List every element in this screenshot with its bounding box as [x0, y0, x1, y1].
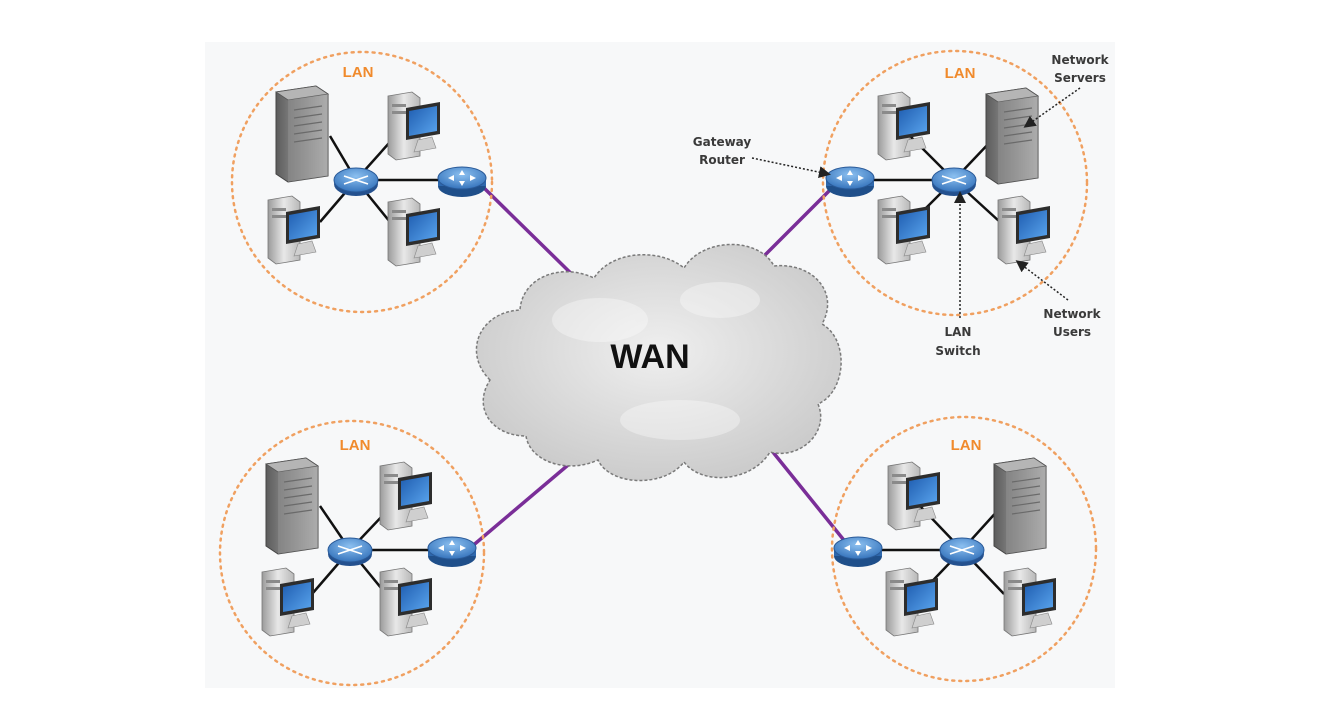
lan-top-right: LAN Gateway Router Network Servers LAN S…: [693, 49, 1110, 358]
router-icon: [833, 536, 883, 568]
lan-label: LAN: [340, 437, 371, 454]
lan-label: LAN: [343, 64, 374, 81]
server-icon: [985, 87, 1039, 185]
switch-icon: [931, 167, 977, 197]
wan-label: WAN: [610, 338, 689, 376]
lan-ring: [821, 49, 1089, 317]
users-callout-arrow: [1015, 260, 1069, 301]
gateway-callout-line2: Router: [699, 153, 745, 167]
lan-top-left: LAN: [230, 50, 494, 314]
servers-callout-arrow: [1023, 87, 1081, 128]
gateway-callout-line1: Gateway: [693, 135, 752, 149]
switch-icon: [939, 537, 985, 567]
gateway-callout-arrow: [751, 157, 831, 179]
wan-link-top-right: [760, 186, 834, 260]
servers-callout-line2: Servers: [1054, 71, 1106, 85]
router-icon: [437, 166, 487, 198]
users-callout-line2: Users: [1053, 325, 1091, 339]
wan-link-bottom-left: [468, 458, 576, 550]
lan-bottom-right: LAN: [830, 415, 1098, 683]
users-callout-line1: Network: [1043, 307, 1101, 321]
switch-callout-line2: Switch: [935, 344, 980, 358]
lan-label: LAN: [951, 437, 982, 454]
lan-ring: [230, 50, 494, 314]
router-icon: [427, 536, 477, 568]
server-icon: [265, 457, 319, 555]
server-icon: [993, 457, 1047, 555]
switch-icon: [333, 167, 379, 197]
switch-callout-line1: LAN: [945, 325, 972, 339]
switch-icon: [327, 537, 373, 567]
lan-label: LAN: [945, 65, 976, 82]
lan-bottom-left: LAN: [218, 419, 486, 687]
lan-ring: [830, 415, 1098, 683]
servers-callout-line1: Network: [1051, 53, 1109, 67]
cloud-icon: [475, 243, 842, 482]
lan-ring: [218, 419, 486, 687]
server-icon: [275, 85, 329, 183]
router-icon: [825, 166, 875, 198]
